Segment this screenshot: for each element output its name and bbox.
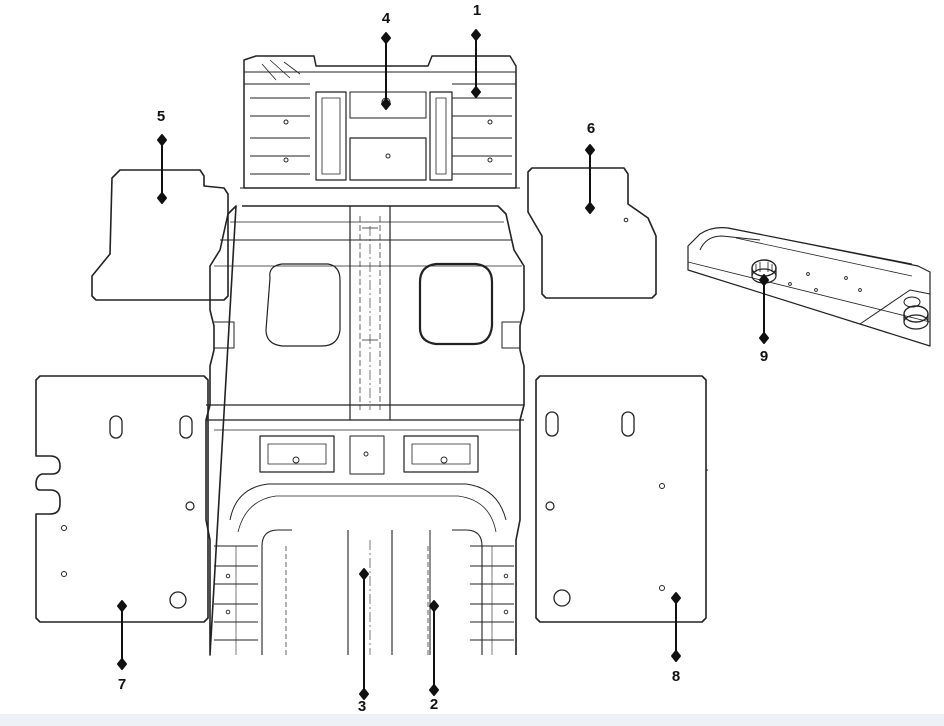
floor-mat-7 (35, 375, 209, 623)
callout-8: 8 (671, 668, 681, 685)
floor-mat-6 (527, 167, 657, 299)
callout-9: 9 (759, 348, 769, 365)
floor-mat-5 (91, 169, 229, 301)
callout-7: 7 (117, 676, 127, 693)
callout-4: 4 (381, 10, 391, 27)
callout-6: 6 (586, 120, 596, 137)
retainer-detail-inset (687, 227, 931, 347)
bottom-strip (0, 714, 944, 726)
floor-mat-8 (535, 375, 708, 623)
callout-1: 1 (472, 2, 482, 19)
rear-cargo-floor (240, 55, 520, 189)
callout-2: 2 (429, 696, 439, 713)
leader-lines (117, 29, 769, 700)
callout-5: 5 (156, 108, 166, 125)
callout-3: 3 (357, 698, 367, 715)
main-floor-panel (205, 205, 525, 656)
